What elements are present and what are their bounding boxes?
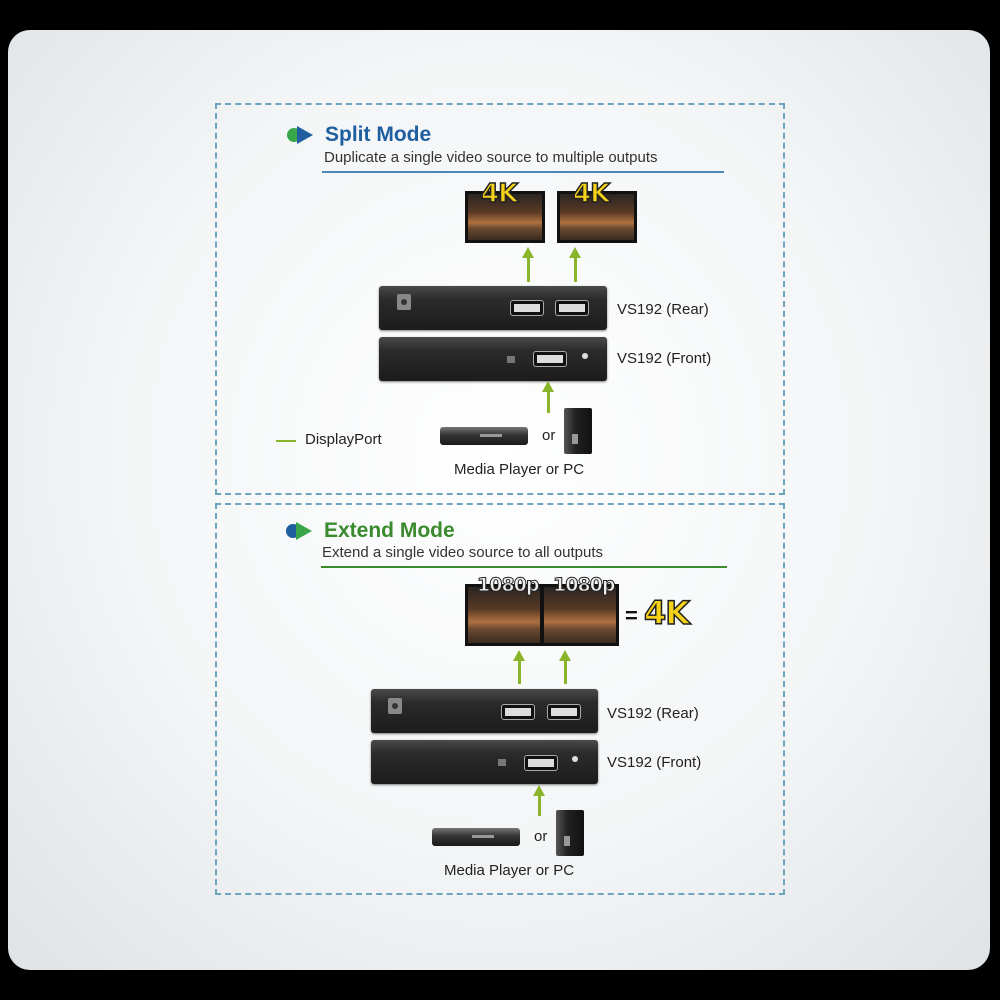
displayport-output-1	[501, 704, 535, 720]
extend-mode-heading: Extend Mode	[286, 519, 455, 543]
displayport-legend-line	[276, 440, 296, 442]
output-arrow-2	[569, 247, 581, 282]
power-port-icon	[388, 698, 402, 714]
vs192-rear-device	[379, 286, 607, 330]
displayport-input	[524, 755, 558, 771]
vs192-rear-label: VS192 (Rear)	[617, 301, 709, 318]
displayport-output-2	[547, 704, 581, 720]
source-label: Media Player or PC	[444, 862, 575, 879]
vs192-front-device	[379, 337, 607, 381]
displayport-input	[533, 351, 567, 367]
output-arrow-1	[522, 247, 534, 282]
monitor-left	[465, 584, 543, 646]
displayport-output-2	[555, 300, 589, 316]
displayport-legend-label: DisplayPort	[305, 431, 382, 448]
arrow-bullet-icon	[286, 521, 316, 541]
monitor-2	[557, 191, 637, 243]
extend-mode-subtitle: Extend a single video source to all outp…	[322, 544, 604, 561]
switch-icon	[507, 356, 515, 363]
led-indicator	[582, 353, 588, 359]
pc-tower-icon	[564, 408, 592, 454]
pc-tower-icon	[556, 810, 584, 856]
vs192-front-label: VS192 (Front)	[617, 350, 712, 367]
split-mode-heading: Split Mode	[287, 123, 431, 147]
monitor-1-badge: 4K	[480, 179, 519, 209]
media-player-icon	[432, 828, 520, 846]
monitor-1	[465, 191, 545, 243]
input-arrow	[533, 785, 545, 816]
or-text: or	[534, 828, 548, 845]
media-player-icon	[440, 427, 528, 445]
background-card	[8, 30, 990, 970]
led-indicator	[572, 756, 578, 762]
split-mode-rule	[322, 171, 724, 173]
extend-mode-panel	[215, 503, 785, 895]
output-arrow-left	[513, 650, 525, 684]
switch-icon	[498, 759, 506, 766]
input-arrow	[542, 381, 554, 413]
displayport-output-1	[510, 300, 544, 316]
power-port-icon	[397, 294, 411, 310]
vs192-front-label: VS192 (Front)	[607, 754, 702, 771]
extend-mode-rule	[321, 566, 727, 568]
or-text: or	[542, 427, 556, 444]
split-mode-subtitle: Duplicate a single video source to multi…	[324, 149, 658, 166]
extend-mode-title: Extend Mode	[324, 519, 455, 542]
monitor-2-badge: 4K	[572, 179, 611, 209]
vs192-rear-label: VS192 (Rear)	[607, 705, 699, 722]
monitor-right-badge: 1080p	[552, 574, 616, 596]
vs192-front-device	[371, 740, 598, 784]
vs192-rear-device	[371, 689, 598, 733]
split-mode-panel	[215, 103, 785, 495]
output-arrow-right	[559, 650, 571, 684]
monitor-right	[541, 584, 619, 646]
split-mode-title: Split Mode	[325, 123, 432, 146]
source-label: Media Player or PC	[454, 461, 585, 478]
result-4k-badge: 4K	[643, 594, 691, 632]
arrow-bullet-icon	[287, 125, 317, 145]
monitor-left-badge: 1080p	[476, 574, 540, 596]
equals-sign: =	[625, 603, 638, 628]
